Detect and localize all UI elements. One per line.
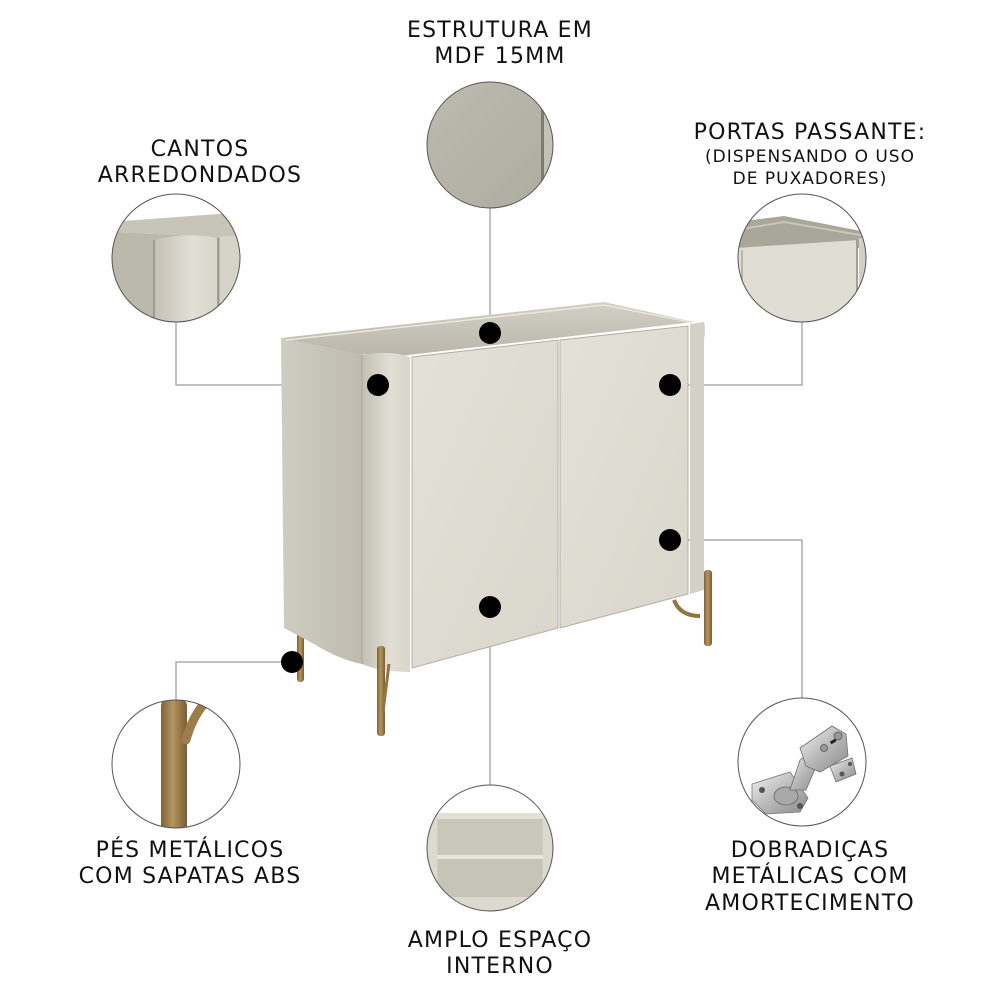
callout-pes-line-2: COM SAPATAS ABS <box>78 864 302 890</box>
cabinet-leg-front-left <box>377 646 385 736</box>
callout-dobradicas-line-1: DOBRADIÇAS <box>730 838 890 863</box>
callout-pes-line-1: PÉS METÁLICOS <box>95 838 285 863</box>
callout-portas-line-1: PORTAS PASSANTE: <box>693 120 927 145</box>
detail-circle-pes <box>111 699 241 829</box>
callout-label-cantos: CANTOS ARREDONDADOS <box>75 137 325 190</box>
marker-portas[interactable] <box>659 374 681 396</box>
cabinet-side-panel <box>281 338 362 664</box>
callout-cantos-line-2: ARREDONDADOS <box>97 163 303 189</box>
callout-amplo-line-2: INTERNO <box>446 954 554 980</box>
callout-dobradicas-line-3: AMORTECIMENTO <box>705 890 915 916</box>
cabinet-door-left <box>411 339 559 669</box>
cabinet-illustration <box>281 302 712 736</box>
callout-cantos-line-1: CANTOS <box>150 137 250 162</box>
detail-circle-portas <box>737 193 867 323</box>
detail-circle-cantos <box>111 193 241 323</box>
marker-dobradicas[interactable] <box>659 529 681 551</box>
callout-portas-subline-2: DE PUXADORES) <box>732 169 888 190</box>
feature-markers <box>281 322 681 673</box>
detail-circle-estrutura <box>426 81 554 209</box>
connector-dobradicas <box>670 539 803 698</box>
callout-dobradicas-line-2: METÁLICAS COM <box>711 864 909 890</box>
marker-amplo[interactable] <box>479 596 501 618</box>
cabinet-rounded-corner <box>362 352 410 672</box>
marker-cantos[interactable] <box>367 374 389 396</box>
callout-label-portas: PORTAS PASSANTE: (DISPENSANDO O USO DE P… <box>670 120 950 191</box>
cabinet-top-lip <box>285 304 691 341</box>
callout-estrutura-line-1: ESTRUTURA EM <box>407 18 593 43</box>
cabinet-leg-back-right <box>704 570 712 646</box>
callout-label-estrutura: ESTRUTURA EM MDF 15MM <box>380 18 620 71</box>
callout-portas-subline-1: (DISPENSANDO O USO <box>705 147 915 168</box>
detail-circle-amplo <box>426 784 554 912</box>
callout-estrutura-line-2: MDF 15MM <box>434 44 566 70</box>
cabinet-leg-brace-right <box>672 599 701 618</box>
callout-label-amplo: AMPLO ESPAÇO INTERNO <box>360 928 640 981</box>
cabinet-right-end <box>690 322 705 594</box>
callout-label-pes: PÉS METÁLICOS COM SAPATAS ABS <box>55 838 325 891</box>
detail-circle-dobradicas <box>737 697 867 827</box>
cabinet-door-right <box>559 325 689 629</box>
marker-pes[interactable] <box>281 651 303 673</box>
connector-pes <box>175 661 292 700</box>
callout-amplo-line-1: AMPLO ESPAÇO <box>407 928 593 953</box>
callout-label-dobradicas: DOBRADIÇAS METÁLICAS COM AMORTECIMENTO <box>680 838 940 917</box>
connector-portas <box>670 322 803 386</box>
cabinet-leg-brace-left <box>381 663 391 713</box>
marker-estrutura[interactable] <box>479 322 501 344</box>
